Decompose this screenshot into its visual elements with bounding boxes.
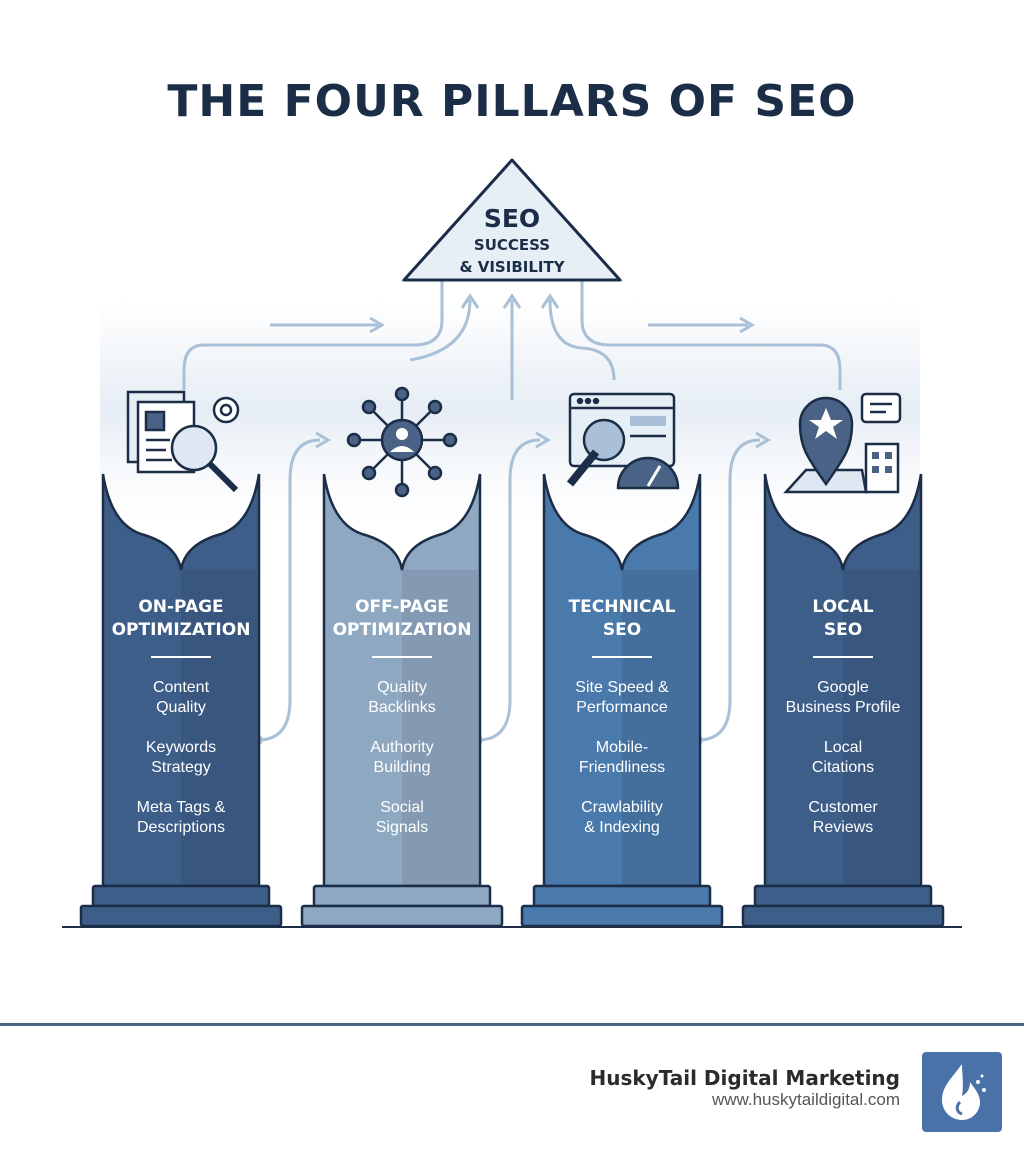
- arrow-label-line2: SUCCESS: [473, 236, 551, 254]
- pillar-title-line1: LOCAL: [812, 597, 874, 617]
- pillar-title: OFF-PAGE OPTIMIZATION: [324, 596, 480, 642]
- pillar-title: ON-PAGE OPTIMIZATION: [103, 596, 259, 642]
- pillar-divider: [813, 656, 873, 658]
- pillar-title-line2: OPTIMIZATION: [111, 620, 251, 640]
- pillar-divider: [151, 656, 211, 658]
- pillar-divider: [372, 656, 432, 658]
- pillar-item: Meta Tags &Descriptions: [136, 799, 226, 836]
- pillar-title-line2: SEO: [823, 620, 863, 640]
- pillar-divider: [592, 656, 652, 658]
- pillar-column: [741, 473, 945, 928]
- page-title: THE FOUR PILLARS OF SEO: [167, 76, 857, 127]
- map-pin-building-icon: [783, 392, 902, 494]
- pillar-column: [300, 473, 504, 928]
- pillar-item: Mobile-Friendliness: [578, 739, 666, 776]
- pillar-title-line2: OPTIMIZATION: [332, 620, 472, 640]
- pillar-title-line1: TECHNICAL: [568, 597, 676, 617]
- footer-divider: [0, 1023, 1024, 1026]
- pillar-title-line1: OFF-PAGE: [355, 597, 449, 617]
- pillar-title-line2: SEO: [602, 620, 642, 640]
- pillar-title-line1: ON-PAGE: [138, 597, 224, 617]
- footer-brand-name: HuskyTail Digital Marketing: [589, 1066, 900, 1090]
- footer-url: www.huskytaildigital.com: [711, 1090, 900, 1109]
- pillar-column: [520, 473, 724, 928]
- browser-wrench-gauge-icon: [566, 392, 680, 490]
- success-arrow: [182, 158, 842, 400]
- network-nodes-icon: [346, 386, 458, 498]
- pillar-item: Crawlability& Indexing: [581, 799, 663, 836]
- pillar-column: [79, 473, 283, 928]
- husky-flame-logo-icon: [922, 1052, 1002, 1132]
- arrow-label-line1: SEO: [483, 204, 541, 233]
- arrow-label-line3: & VISIBILITY: [459, 258, 565, 276]
- pillar-title: TECHNICAL SEO: [544, 596, 700, 642]
- document-magnifier-gear-icon: [126, 390, 240, 493]
- pillar-item: Site Speed &Performance: [575, 679, 669, 716]
- pillar-title: LOCAL SEO: [765, 596, 921, 642]
